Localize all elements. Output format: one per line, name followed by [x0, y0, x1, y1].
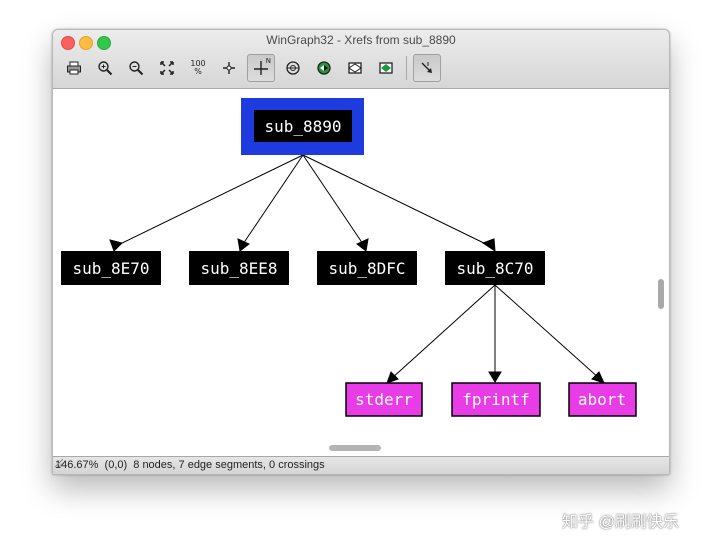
- north-label: N: [265, 57, 271, 65]
- vertical-scrollbar-thumb[interactable]: [658, 279, 664, 309]
- close-window-button[interactable]: [61, 36, 75, 50]
- node-box: [345, 382, 423, 417]
- graph-svg: sub_8890 sub_8E70 sub_8EE8 sub_8DFC sub_…: [61, 98, 637, 417]
- fold-icon: [348, 62, 362, 74]
- node-label: fprintf: [462, 390, 529, 409]
- edge-arrow-sub_8EE8: [237, 238, 250, 252]
- node-box: [317, 251, 417, 285]
- edge-root-sub_8EE8: [240, 154, 304, 248]
- node-box: [568, 382, 637, 417]
- compass-north-icon: [254, 61, 268, 75]
- zoom-100-label: 100 %: [190, 59, 206, 76]
- node-label: sub_8C70: [456, 259, 533, 278]
- edge-arrow-fprintf: [488, 371, 502, 383]
- node-label: stderr: [355, 390, 413, 409]
- fit-window-icon: [160, 61, 174, 75]
- wingraph-window: WinGraph32 - Xrefs from sub_8890: [52, 29, 670, 475]
- node-root-label: sub_8890: [264, 117, 341, 136]
- window-title: WinGraph32 - Xrefs from sub_8890: [266, 33, 456, 47]
- minimize-window-button[interactable]: [79, 36, 93, 50]
- center-button[interactable]: [216, 55, 242, 81]
- node-label: sub_8DFC: [328, 259, 405, 278]
- unfold-button[interactable]: [373, 55, 399, 81]
- edge-arrow-abort: [591, 371, 605, 384]
- green-circle-icon: [317, 61, 331, 75]
- status-bar: 146.67% (0,0) 8 nodes, 7 edge segments, …: [53, 456, 669, 474]
- toolbar: 100 % N: [61, 54, 446, 82]
- node-sub_8EE8[interactable]: sub_8EE8: [189, 251, 289, 285]
- zoom-in-button[interactable]: [92, 55, 118, 81]
- node-label: abort: [578, 390, 626, 409]
- zoom-in-icon: [98, 61, 113, 76]
- node-box: [451, 382, 541, 417]
- node-abort[interactable]: abort: [568, 382, 637, 417]
- edge-arrow-sub_8E70: [109, 239, 123, 252]
- zoom-window-button[interactable]: [97, 36, 111, 50]
- expand-button[interactable]: [311, 55, 337, 81]
- edge-arrow-sub_8DFC: [356, 238, 369, 252]
- edge-arrow-icon: [421, 62, 432, 73]
- unfold-icon: [379, 62, 393, 74]
- edge-root-sub_8DFC: [302, 154, 366, 248]
- zoom-100-button[interactable]: 100 %: [185, 55, 211, 81]
- edge-root-sub_8C70: [302, 154, 493, 248]
- zoom-out-icon: [129, 61, 144, 76]
- resize-grip-icon[interactable]: [53, 457, 63, 467]
- watermark-text: 知乎 @刷刷快乐: [562, 514, 679, 531]
- node-box: [189, 251, 289, 285]
- edge-arrow-sub_8C70: [481, 238, 496, 252]
- horizontal-scrollbar-thumb[interactable]: [329, 445, 381, 451]
- edge-sub_8C70-abort: [494, 284, 601, 380]
- fold-button[interactable]: [342, 55, 368, 81]
- graph-canvas[interactable]: sub_8890 sub_8E70 sub_8EE8 sub_8DFC sub_…: [53, 89, 669, 456]
- status-text: 146.67% (0,0) 8 nodes, 7 edge segments, …: [55, 459, 325, 471]
- printer-icon: [67, 61, 81, 75]
- graph-edges: [109, 154, 605, 384]
- crosshair-icon: [223, 62, 235, 74]
- layout-button[interactable]: [280, 55, 306, 81]
- toolbar-separator: [406, 56, 407, 80]
- edge-arrow-stderr: [386, 371, 399, 384]
- title-bar[interactable]: WinGraph32 - Xrefs from sub_8890: [53, 30, 669, 89]
- edge-root-sub_8E70: [113, 154, 304, 248]
- node-label: sub_8EE8: [200, 259, 277, 278]
- node-sub_8C70[interactable]: sub_8C70: [445, 251, 545, 285]
- node-box: [61, 251, 161, 285]
- node-root-box: [254, 110, 352, 142]
- node-stderr[interactable]: stderr: [345, 382, 423, 417]
- node-root[interactable]: sub_8890: [241, 98, 364, 155]
- radar-icon: [286, 61, 300, 75]
- node-sub_8DFC[interactable]: sub_8DFC: [317, 251, 417, 285]
- node-label: sub_8E70: [72, 259, 149, 278]
- tool-north-button[interactable]: N: [247, 54, 275, 82]
- zoom-out-button[interactable]: [123, 55, 149, 81]
- print-button[interactable]: [61, 55, 87, 81]
- fit-window-button[interactable]: [154, 55, 180, 81]
- tool-edge-button[interactable]: [413, 54, 441, 82]
- node-sub_8E70[interactable]: sub_8E70: [61, 251, 161, 285]
- edge-sub_8C70-stderr: [390, 284, 496, 380]
- node-box: [445, 251, 545, 285]
- node-fprintf[interactable]: fprintf: [451, 382, 541, 417]
